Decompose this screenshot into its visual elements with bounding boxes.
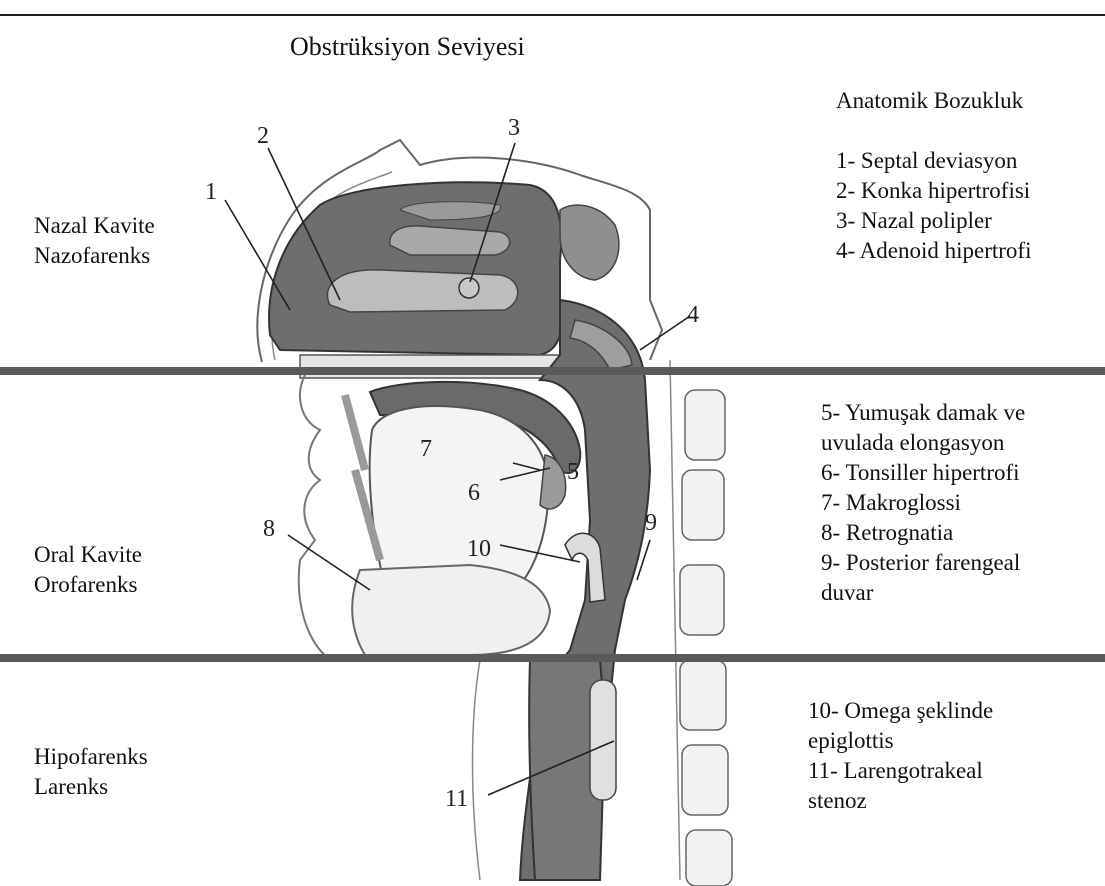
figure-label-10: 10	[467, 536, 491, 562]
figure-label-4: 4	[687, 302, 699, 328]
figure-label-11: 11	[445, 786, 468, 812]
figure-label-5: 5	[567, 459, 579, 485]
figure-label-7: 7	[420, 436, 432, 462]
figure-label-1: 1	[205, 179, 217, 205]
figure-label-2: 2	[257, 123, 269, 149]
figure-label-9: 9	[645, 510, 657, 536]
region-divider-1	[0, 367, 1105, 375]
figure-label-6: 6	[468, 480, 480, 506]
region-divider-2	[0, 654, 1105, 662]
figure-label-8: 8	[263, 516, 275, 542]
figure-label-3: 3	[508, 115, 520, 141]
